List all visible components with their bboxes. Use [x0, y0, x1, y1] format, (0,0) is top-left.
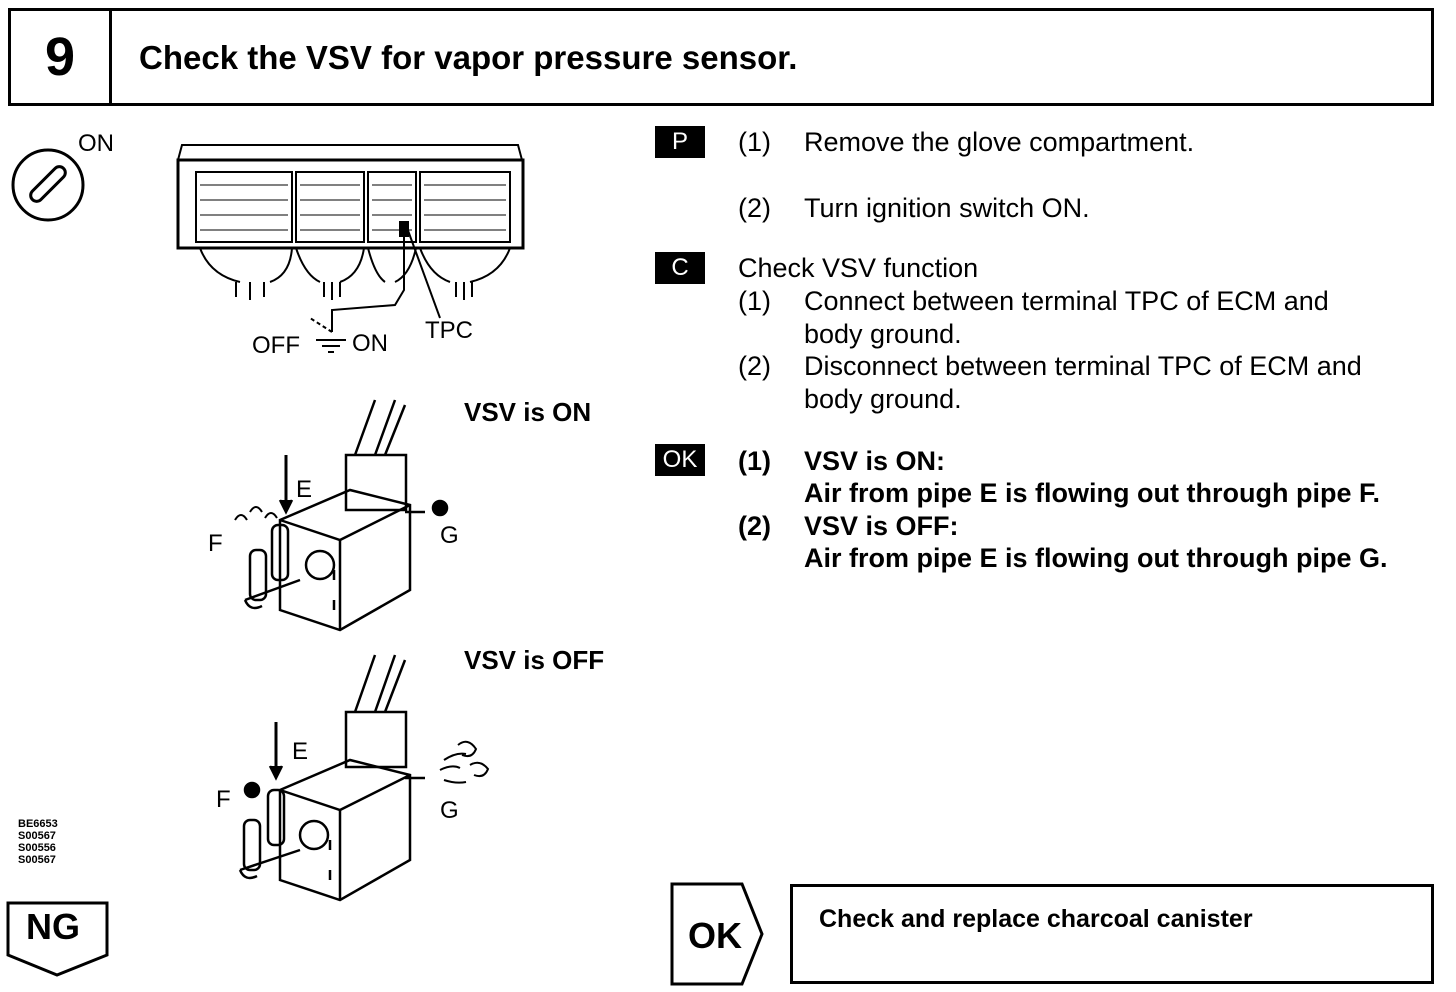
ok-label: OK: [688, 915, 742, 956]
vsv-off-illustration: [238, 654, 490, 902]
ecm-connector-diagram: [176, 144, 525, 353]
vsv-off-label: VSV is OFF: [464, 645, 605, 675]
ng-label: NG: [26, 906, 80, 947]
check-step-text: Connect between terminal TPC of ECM and: [804, 286, 1329, 316]
switch-off-label: OFF: [252, 332, 300, 359]
ok-step-num: (2): [738, 511, 771, 541]
prep-step-text: Remove the glove compartment.: [804, 127, 1195, 157]
check-title: Check VSV function: [738, 253, 979, 283]
ok-step-num: (1): [738, 446, 771, 476]
check-step-text: body ground.: [804, 384, 962, 414]
vsv-on-label: VSV is ON: [464, 397, 592, 427]
prep-step-num: (1): [738, 127, 771, 157]
pipe-f-label: F: [208, 530, 223, 557]
step-number: 9: [11, 11, 112, 103]
check-step-text: Disconnect between terminal TPC of ECM a…: [804, 351, 1362, 381]
check-step-num: (2): [738, 351, 771, 381]
step-header: 9 Check the VSV for vapor pressure senso…: [8, 8, 1434, 106]
figure-codes: BE6653 S00567 S00556 S00567: [18, 818, 58, 866]
prep-step-num: (2): [738, 193, 771, 223]
prep-step-text: Turn ignition switch ON.: [804, 193, 1090, 223]
ok-action-text: Check and replace charcoal canister: [819, 905, 1253, 933]
ng-result-box: [6, 901, 109, 977]
check-step-text: body ground.: [804, 319, 962, 349]
check-step-num: (1): [738, 286, 771, 316]
ok-step-text: VSV is ON:: [804, 446, 946, 476]
ignition-switch-icon: [11, 148, 85, 222]
ok-step-text: Air from pipe E is flowing out through p…: [804, 478, 1380, 508]
pipe-g-label-off: G: [440, 797, 459, 824]
prep-tag: P: [655, 126, 705, 158]
pipe-f-label-off: F: [216, 786, 231, 813]
ok-action-box: Check and replace charcoal canister: [790, 884, 1434, 984]
terminal-tpc-label: TPC: [425, 317, 473, 344]
pipe-e-label-off: E: [292, 738, 309, 765]
pipe-e-label: E: [296, 476, 313, 503]
ok-step-text: Air from pipe E is flowing out through p…: [804, 543, 1388, 573]
ok-result-box: [670, 882, 764, 986]
vsv-on-illustration: [234, 399, 449, 632]
ok-step-text: VSV is OFF:: [804, 511, 959, 541]
pipe-g-label: G: [440, 522, 459, 549]
page-title: Check the VSV for vapor pressure sensor.: [139, 39, 798, 76]
switch-on-label: ON: [352, 330, 388, 357]
check-tag: C: [655, 252, 705, 284]
ok-tag: OK: [655, 444, 705, 476]
ignition-on-label: ON: [78, 130, 114, 157]
